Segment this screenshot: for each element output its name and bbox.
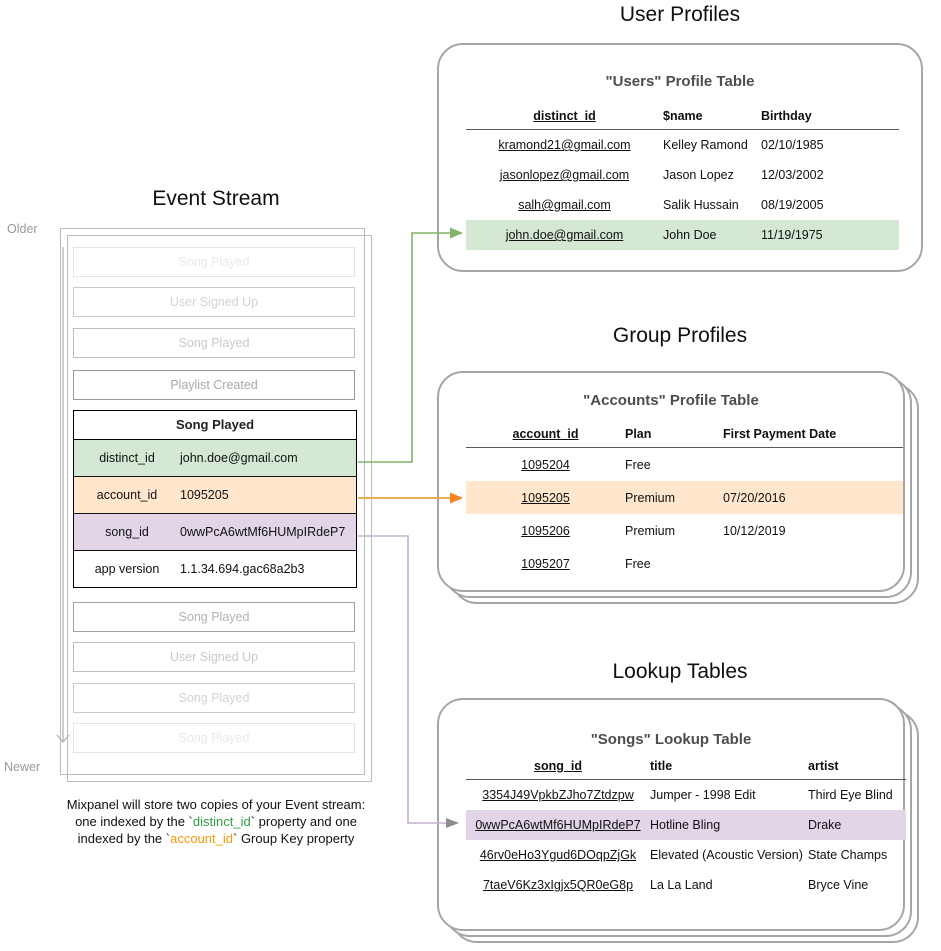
table-row: 46rv0eHo3Ygud6DOqpZjGk Elevated (Acousti… xyxy=(479,848,888,862)
accounts-table: account_id Plan First Payment Date 10952… xyxy=(466,419,903,580)
property-key: app version xyxy=(94,562,160,576)
property-value: 0wwPcA6wtMf6HUMpIRdeP7 xyxy=(180,525,346,539)
property-value: 1095205 xyxy=(180,488,229,502)
property-row-distinct-id: distinct_id john.doe@gmail.com xyxy=(74,440,356,477)
table-header-row: account_id Plan First Payment Date xyxy=(466,419,903,448)
event-stream-container: Song Played User Signed Up Song Played P… xyxy=(60,228,365,775)
table-row-highlighted: 0wwPcA6wtMf6HUMpIRdeP7 Hotline Bling Dra… xyxy=(466,810,906,840)
lookup-tables-title: Lookup Tables xyxy=(612,660,748,683)
event-item: User Signed Up xyxy=(73,287,355,317)
songs-lookup-box: "Songs" Lookup Table song_id title artis… xyxy=(437,698,906,931)
table-row: jasonlopez@gmail.com Jason Lopez 12/03/2… xyxy=(499,168,824,182)
property-key: song_id xyxy=(105,525,149,539)
event-stream-title: Event Stream xyxy=(152,187,280,210)
event-item: Song Played xyxy=(73,328,355,358)
expanded-event-title: Song Played xyxy=(74,411,356,440)
table-row: kramond21@gmail.com Kelley Ramond 02/10/… xyxy=(498,138,824,152)
table-row: 1095206 Premium 10/12/2019 xyxy=(521,523,786,538)
table-row: 1095204 Free xyxy=(521,457,651,472)
caption-line-3: indexed by the `account_id` Group Key pr… xyxy=(77,831,355,846)
property-row-app-version: app version 1.1.34.694.gac68a2b3 xyxy=(74,551,356,587)
event-item: Song Played xyxy=(73,683,355,713)
table-row-highlighted: 1095205 Premium 07/20/2016 xyxy=(466,481,903,514)
table-header-row: song_id title artist xyxy=(466,755,906,780)
event-stream-stack-copy xyxy=(67,235,372,782)
table-row: salh@gmail.com Salik Hussain 08/19/2005 xyxy=(518,198,824,212)
property-key: account_id xyxy=(96,488,158,502)
property-value: 1.1.34.694.gac68a2b3 xyxy=(180,562,305,576)
users-table: distinct_id $name Birthday kramond21@gma… xyxy=(466,103,899,250)
songs-table-heading: "Songs" Lookup Table xyxy=(590,731,752,748)
caption-text: Mixpanel will store two copies of your E… xyxy=(4,796,428,847)
table-header-row: distinct_id $name Birthday xyxy=(466,103,899,130)
distinct-id-keyword: distinct_id xyxy=(192,814,251,829)
accounts-profile-box: "Accounts" Profile Table account_id Plan… xyxy=(437,371,905,592)
accounts-table-heading: "Accounts" Profile Table xyxy=(583,392,759,409)
event-item: Song Played xyxy=(73,602,355,632)
songs-table: song_id title artist 3354J49VpkbZJho7Ztd… xyxy=(466,755,906,900)
event-item: User Signed Up xyxy=(73,642,355,672)
event-item: Song Played xyxy=(73,247,355,277)
event-item: Playlist Created xyxy=(73,370,355,400)
newer-label: Newer xyxy=(4,760,41,774)
property-row-song-id: song_id 0wwPcA6wtMf6HUMpIRdeP7 xyxy=(74,514,356,551)
group-profiles-title: Group Profiles xyxy=(612,324,748,347)
older-label: Older xyxy=(7,222,38,236)
expanded-event-card: Song Played distinct_id john.doe@gmail.c… xyxy=(73,410,357,588)
property-value: john.doe@gmail.com xyxy=(180,451,298,465)
users-profile-box: "Users" Profile Table distinct_id $name … xyxy=(437,43,923,272)
user-profiles-title: User Profiles xyxy=(619,3,741,26)
event-item: Song Played xyxy=(73,723,355,753)
table-row: 1095207 Free xyxy=(521,556,651,571)
caption-line-1: Mixpanel will store two copies of your E… xyxy=(66,797,366,812)
property-row-account-id: account_id 1095205 xyxy=(74,477,356,514)
users-table-heading: "Users" Profile Table xyxy=(605,73,755,90)
caption-line-2: one indexed by the `distinct_id` propert… xyxy=(75,814,357,829)
table-row: 7taeV6Kz3xIgjx5QR0eG8p La La Land Bryce … xyxy=(482,878,869,892)
table-row: 3354J49VpkbZJho7Ztdzpw Jumper - 1998 Edi… xyxy=(482,788,893,802)
account-id-keyword: account_id xyxy=(170,831,233,846)
table-row-highlighted: john.doe@gmail.com John Doe 11/19/1975 xyxy=(466,220,899,250)
property-key: distinct_id xyxy=(99,451,155,465)
